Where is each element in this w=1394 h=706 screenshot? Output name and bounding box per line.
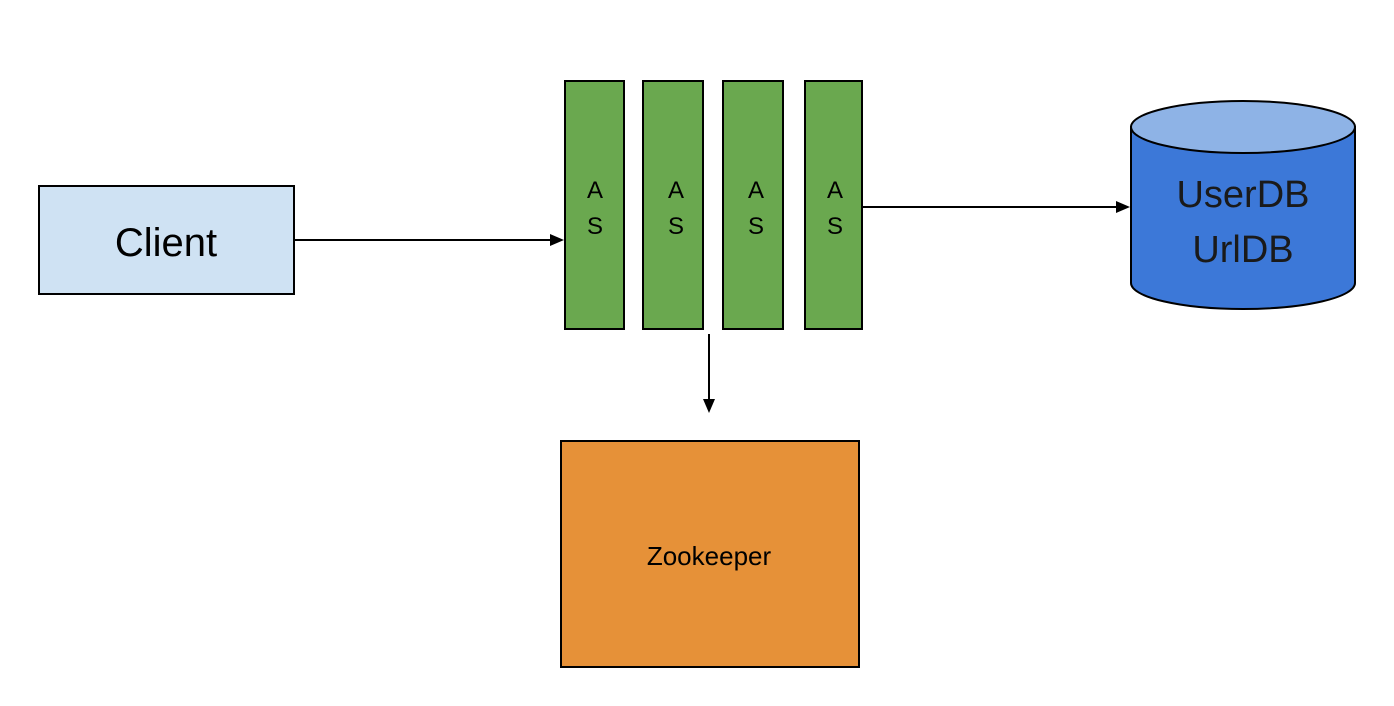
app-server-label-line1: A [748,177,764,204]
app-server-node: A S [804,80,863,330]
database-node: UserDB UrlDB [1130,100,1356,310]
app-server-label-line2: S [668,213,684,240]
client-box [38,185,295,295]
app-server-label-line1: A [587,177,603,204]
app-server-box [564,80,625,330]
client-node: Client [38,185,295,295]
app-server-label-line2: S [587,213,603,240]
edge-app-servers-to-zookeeper [703,334,715,413]
app-server-box [804,80,863,330]
app-server-label-line1: A [827,177,843,204]
zookeeper-node: Zookeeper [560,440,860,668]
database-top [1130,100,1356,154]
arrowhead [1116,201,1130,213]
app-server-label-line2: S [748,213,764,240]
arrowhead [703,399,715,413]
database-label-line2: UrlDB [1192,229,1293,271]
app-server-node: A S [722,80,784,330]
app-server-box [722,80,784,330]
database-body [1130,126,1356,310]
app-server-group: A S A S A S A S [564,80,863,330]
app-server-label-line2: S [827,213,843,240]
zookeeper-label: Zookeeper [647,541,772,571]
edge-app-servers-to-database [862,201,1130,213]
database-label-line1: UserDB [1176,174,1309,216]
client-label: Client [115,221,217,265]
app-server-node: A S [642,80,704,330]
edge-client-to-app-servers [295,234,564,246]
app-server-node: A S [564,80,625,330]
app-server-label-line1: A [668,177,684,204]
app-server-box [642,80,704,330]
arrowhead [550,234,564,246]
zookeeper-box [560,440,860,668]
